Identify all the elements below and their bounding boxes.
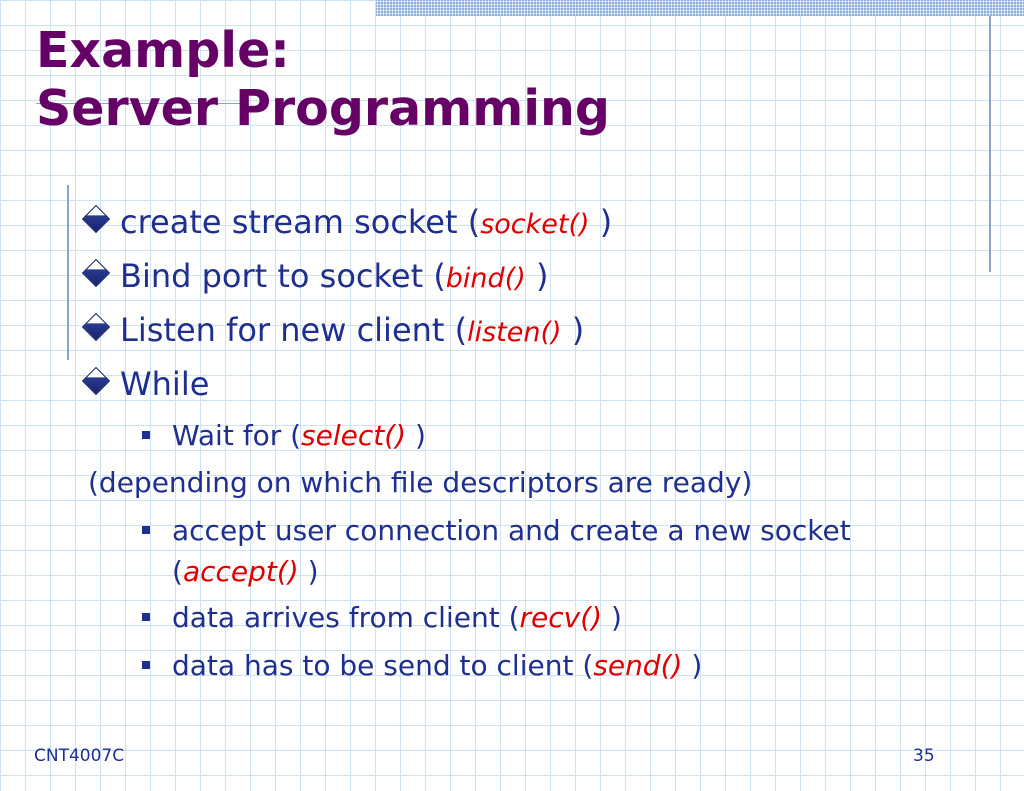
square-bullet-icon — [142, 526, 150, 534]
footer-course: CNT4007C — [34, 746, 125, 766]
bullet-close: ) — [589, 203, 613, 241]
slide-title: Example: Server Programming — [36, 22, 610, 138]
sub-bullet-accept: accept user connection and create a new … — [142, 514, 851, 548]
function-name: bind() — [445, 263, 526, 294]
function-name: listen() — [467, 317, 562, 348]
top-decor-bar — [376, 0, 1024, 16]
bullet-listen: Listen for new client (listen() ) — [81, 310, 585, 353]
sub-close: ) — [602, 601, 622, 634]
bullet-close: ) — [525, 257, 549, 295]
title-underline — [36, 103, 246, 104]
sub-close: ) — [406, 419, 426, 452]
sub-text: data arrives from client ( — [172, 601, 520, 634]
left-divider — [67, 185, 69, 360]
sub-bullet-wait: Wait for (select() ) — [142, 419, 426, 453]
sub-text: data has to be send to client ( — [172, 649, 594, 682]
bullet-while: While — [81, 364, 210, 404]
function-name: select() — [301, 419, 407, 452]
sub-text: accept user connection and create a new … — [172, 514, 851, 547]
diamond-bullet-icon — [81, 366, 111, 396]
square-bullet-icon — [142, 661, 150, 669]
bullet-bind: Bind port to socket (bind() ) — [81, 256, 549, 299]
title-line-1: Example: — [36, 22, 290, 79]
sub-close: ) — [298, 555, 319, 588]
square-bullet-icon — [142, 431, 150, 439]
footer-page-number: 35 — [913, 746, 935, 766]
sub-bullet-recv: data arrives from client (recv() ) — [142, 601, 622, 635]
bullet-socket: create stream socket (socket() ) — [81, 202, 613, 245]
function-name: socket() — [480, 209, 590, 240]
function-name: recv() — [519, 601, 603, 634]
right-divider — [989, 16, 991, 272]
function-name: accept() — [182, 555, 299, 588]
bullet-text: Listen for new client ( — [120, 311, 468, 349]
bullet-text: While — [120, 365, 210, 403]
sub-close: ) — [682, 649, 703, 682]
cont-open: ( — [172, 555, 183, 588]
diamond-bullet-icon — [81, 258, 111, 288]
function-name: send() — [593, 649, 683, 682]
square-bullet-icon — [142, 613, 150, 621]
note-text: (depending on which file descriptors are… — [88, 466, 753, 499]
diamond-bullet-icon — [81, 204, 111, 234]
bullet-close: ) — [561, 311, 585, 349]
sub-text: Wait for ( — [172, 419, 302, 452]
title-line-2: Server Programming — [36, 80, 611, 137]
sub-bullet-send: data has to be send to client (send() ) — [142, 649, 702, 683]
bullet-text: Bind port to socket ( — [120, 257, 446, 295]
sub-bullet-accept-cont: (accept() ) — [172, 555, 319, 589]
bullet-text: create stream socket ( — [120, 203, 481, 241]
diamond-bullet-icon — [81, 312, 111, 342]
